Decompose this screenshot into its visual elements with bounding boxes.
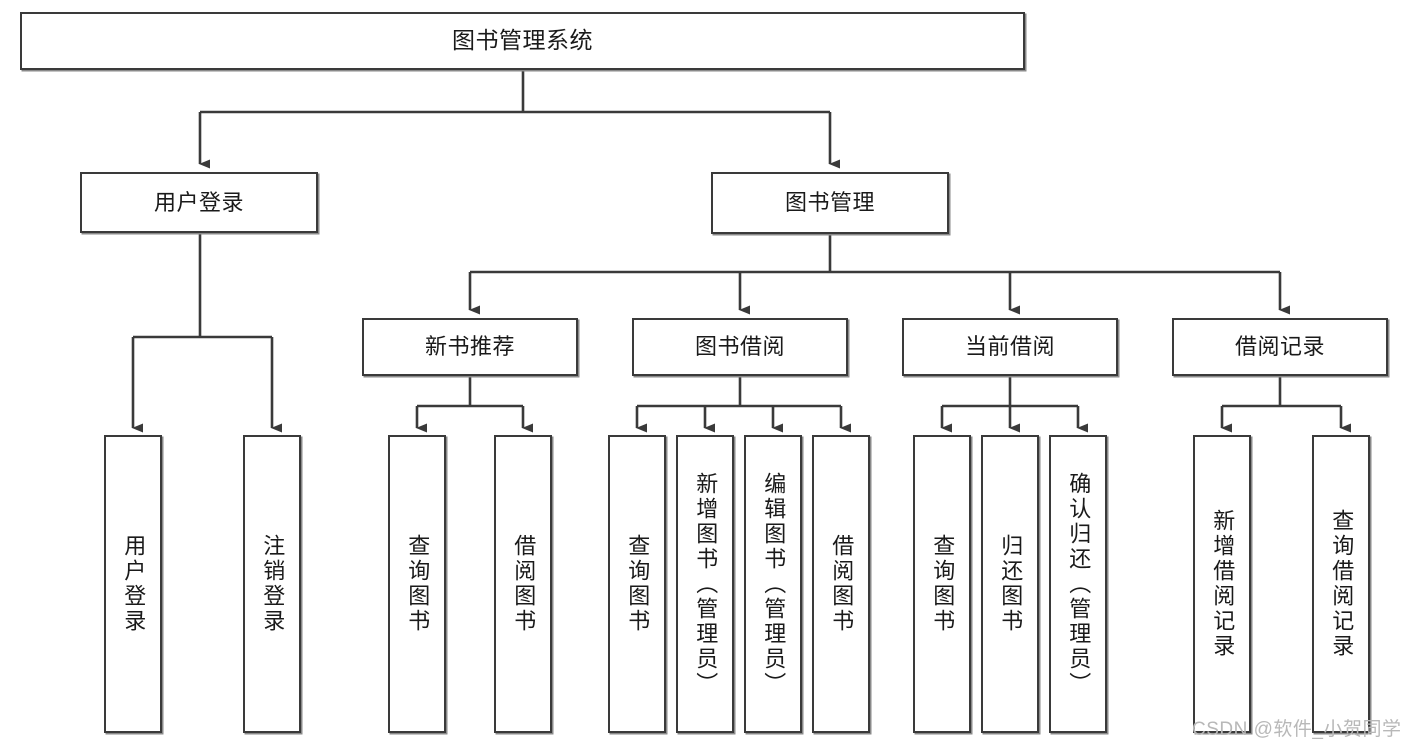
node-label: 查询图书: [625, 534, 651, 634]
node-label: 编辑图书（管理员）: [761, 471, 787, 697]
node-leaf-borrow-book-1[interactable]: 借阅图书: [494, 435, 552, 733]
node-label: 图书管理系统: [452, 27, 593, 54]
node-user-login[interactable]: 用户登录: [80, 172, 318, 233]
node-leaf-return-book[interactable]: 归还图书: [981, 435, 1039, 733]
node-leaf-confirm-return[interactable]: 确认归还（管理员）: [1049, 435, 1107, 733]
node-leaf-logout[interactable]: 注销登录: [243, 435, 301, 733]
node-label: 注销登录: [260, 534, 286, 634]
node-leaf-query-book-3[interactable]: 查询图书: [913, 435, 971, 733]
node-book-borrow[interactable]: 图书借阅: [632, 318, 848, 376]
node-label: 新增借阅记录: [1210, 509, 1236, 659]
node-new-book-recommend[interactable]: 新书推荐: [362, 318, 578, 376]
node-leaf-user-login[interactable]: 用户登录: [104, 435, 162, 733]
node-label: 用户登录: [121, 534, 147, 634]
node-label: 新书推荐: [424, 334, 515, 360]
node-leaf-query-book-2[interactable]: 查询图书: [608, 435, 666, 733]
node-leaf-query-book-1[interactable]: 查询图书: [388, 435, 446, 733]
node-label: 当前借阅: [964, 334, 1055, 360]
node-label: 新增图书（管理员）: [693, 471, 719, 697]
node-label: 借阅记录: [1234, 334, 1325, 360]
node-label: 归还图书: [998, 534, 1024, 634]
node-label: 查询图书: [405, 534, 431, 634]
node-leaf-edit-book[interactable]: 编辑图书（管理员）: [744, 435, 802, 733]
node-label: 图书借阅: [694, 334, 785, 360]
node-label: 用户登录: [153, 189, 244, 215]
node-root-book-management-system[interactable]: 图书管理系统: [20, 12, 1025, 70]
node-label: 图书管理: [784, 190, 875, 216]
node-current-borrow[interactable]: 当前借阅: [902, 318, 1118, 376]
csdn-watermark: CSDN @软件_小贺同学: [1192, 719, 1402, 740]
node-label: 确认归还（管理员）: [1066, 471, 1092, 697]
node-label: 借阅图书: [511, 534, 537, 634]
node-label: 查询图书: [930, 534, 956, 634]
node-leaf-add-book[interactable]: 新增图书（管理员）: [676, 435, 734, 733]
node-borrow-record[interactable]: 借阅记录: [1172, 318, 1388, 376]
node-book-management[interactable]: 图书管理: [711, 172, 949, 234]
node-leaf-borrow-book-2[interactable]: 借阅图书: [812, 435, 870, 733]
node-label: 借阅图书: [829, 534, 855, 634]
node-leaf-add-record[interactable]: 新增借阅记录: [1193, 435, 1251, 733]
node-label: 查询借阅记录: [1329, 509, 1355, 659]
node-leaf-query-record[interactable]: 查询借阅记录: [1312, 435, 1370, 733]
